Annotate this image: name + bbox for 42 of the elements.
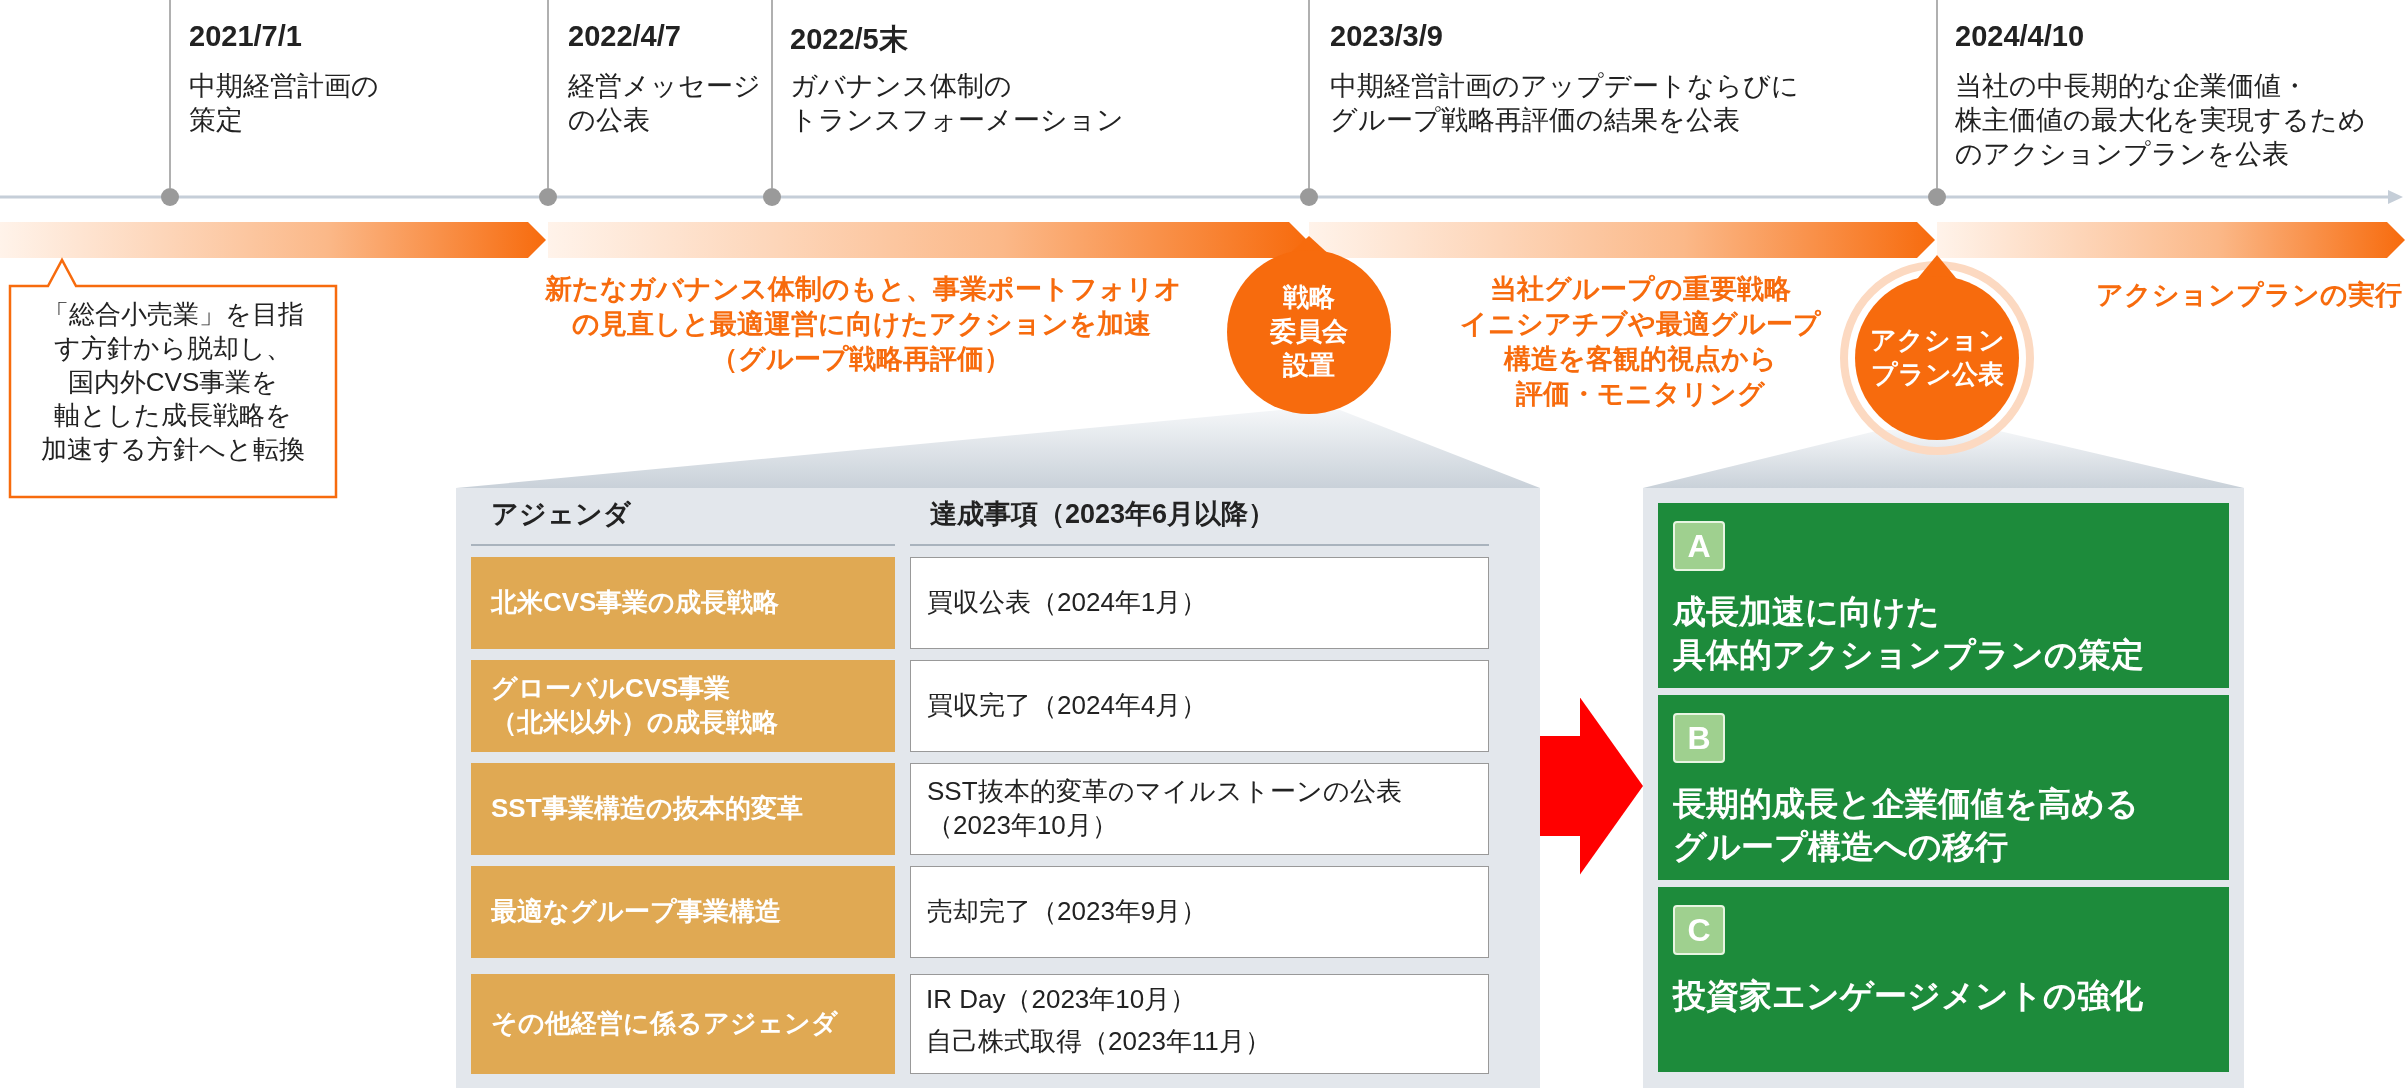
letter-badge: A: [1673, 521, 1725, 571]
achievement-cell: SST抜本的変革のマイルストーンの公表（2023年10月）: [910, 763, 1489, 855]
action-card: [1658, 503, 2229, 688]
milestone-text: 当社の中長期的な企業価値・株主価値の最大化を実現するためのアクションプランを公表: [1955, 70, 2366, 171]
action-title: 成長加速に向けた具体的アクションプランの策定: [1673, 592, 2144, 675]
date-label: 2021/7/1: [189, 20, 302, 53]
column-header: 達成事項（2023年6月以降）: [930, 498, 1276, 531]
block-arrow: [1540, 697, 1643, 875]
highlight-text: 新たなガバナンス体制のもと、事業ポートフォリオの見直しと最適運営に向けたアクションを加速（グループ戦略再評価）: [545, 273, 1177, 377]
milestone-text: 経営メッセージの公表: [568, 70, 761, 137]
milestone-text: ガバナンス体制のトランスフォーメーション: [790, 70, 1124, 137]
circle-text: アクションプラン公表: [1868, 324, 2006, 391]
agenda-cell: その他経営に係るアジェンダ: [471, 974, 895, 1074]
callout-box: [8, 258, 338, 499]
highlight-text: アクションプランの実行: [2095, 279, 2402, 312]
panel: [1643, 488, 2244, 1088]
date-label: 2024/4/10: [1955, 20, 2084, 53]
agenda-cell: 北米CVS事業の成長戦略: [471, 557, 895, 649]
action-card: [1658, 887, 2229, 1072]
action-card: [1658, 695, 2229, 880]
milestone-text: 中期経営計画の策定: [189, 70, 379, 137]
callout-text: 「総合小売業」を目指す方針から脱却し、国内外CVS事業を軸とした成長戦略を加速する方針へと転換: [40, 298, 306, 467]
milestone-text: 中期経営計画のアップデートならびにグループ戦略再評価の結果を公表: [1330, 70, 1799, 137]
agenda-cell: SST事業構造の抜本的変革: [471, 763, 895, 855]
milestone-circle: [1224, 236, 1394, 416]
action-title: 投資家エンゲージメントの強化: [1673, 976, 2143, 1016]
achievement-cell: 買収公表（2024年1月）: [910, 557, 1489, 649]
letter-badge: C: [1673, 905, 1725, 955]
date-label: 2022/4/7: [568, 20, 681, 53]
date-label: 2023/3/9: [1330, 20, 1443, 53]
action-title: 長期的成長と企業価値を高めるグループ構造への移行: [1673, 784, 2139, 867]
agenda-cell: 最適なグループ事業構造: [471, 866, 895, 958]
highlight-text: 当社グループの重要戦略イニシアチブや最適グループ構造を客観的視点から評価・モニタリング: [1458, 273, 1822, 412]
circle-text: 戦略委員会設置: [1269, 281, 1349, 382]
achievement-cell: 売却完了（2023年9月）: [910, 866, 1489, 958]
agenda-cell: グローバルCVS事業（北米以外）の成長戦略: [471, 660, 895, 752]
achievement-text: 自己株式取得（2023年11月）: [926, 1025, 1271, 1058]
column-header: アジェンダ: [491, 498, 631, 531]
achievement-cell: 買収完了（2024年4月）: [910, 660, 1489, 752]
achievement-text: IR Day（2023年10月）: [926, 983, 1197, 1016]
letter-badge: B: [1673, 713, 1725, 763]
date-label: 2022/5末: [790, 22, 908, 57]
